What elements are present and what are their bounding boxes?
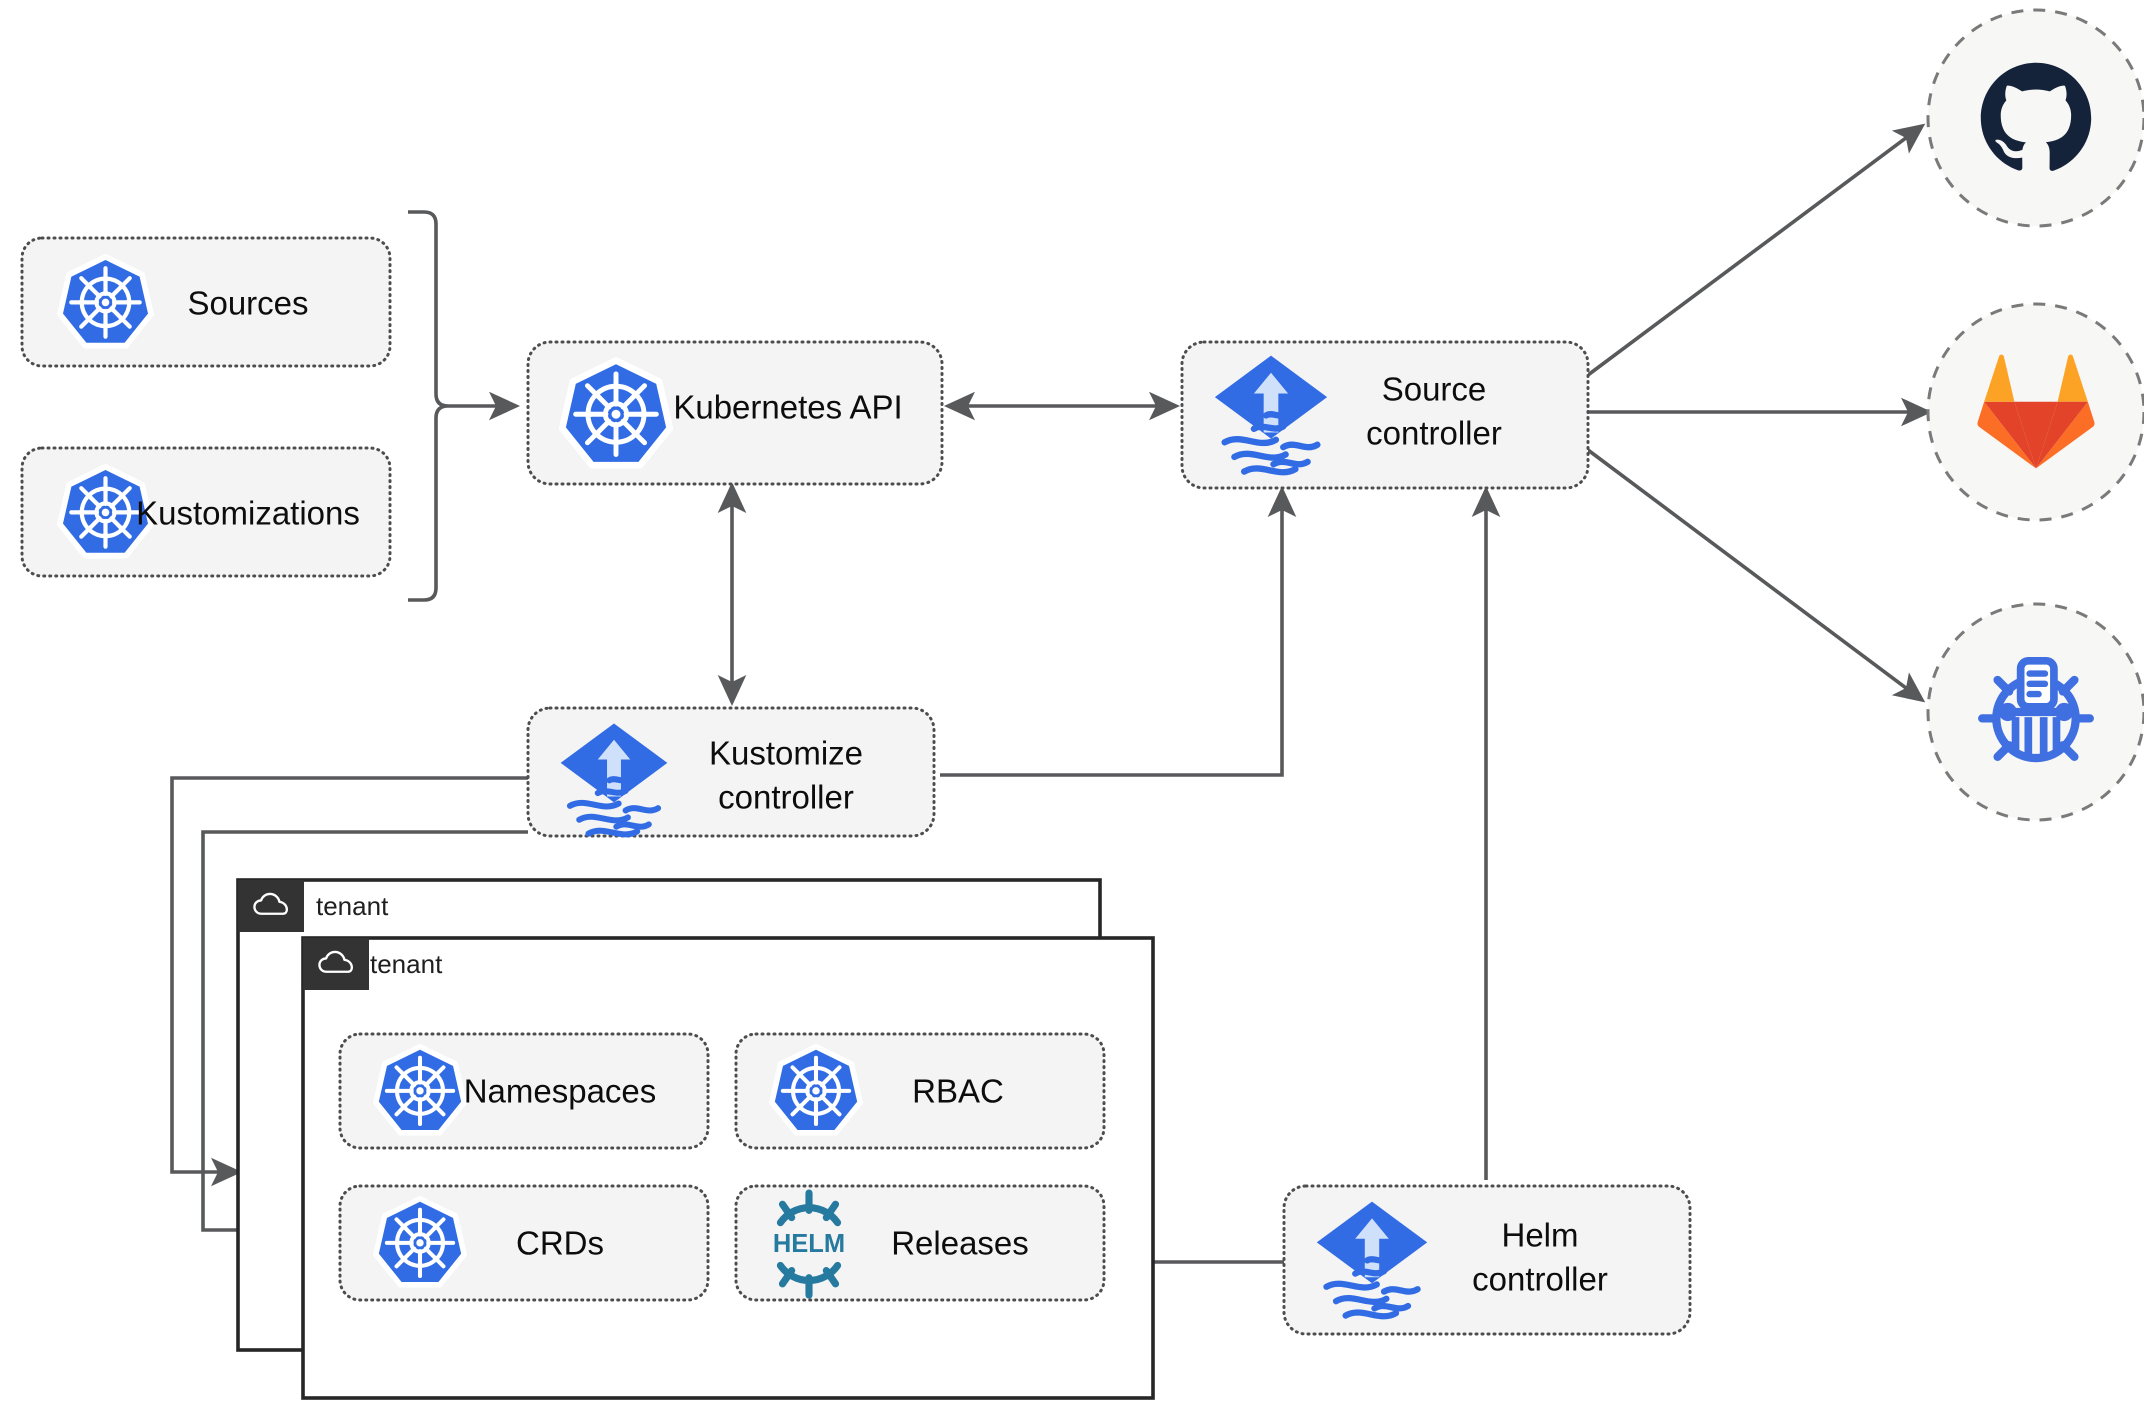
tenant-front-frame: [301, 936, 1155, 1400]
namespaces-label: Namespaces: [464, 1073, 657, 1110]
tenant-front[interactable]: tenant: [301, 936, 1155, 1400]
releases-box[interactable]: Releases: [734, 1184, 1106, 1302]
source-controller-node[interactable]: Source controller: [1180, 340, 1590, 490]
kustomize-controller-node[interactable]: Kustomize controller: [526, 706, 936, 838]
edge-source-controller-to-helm-registry: [1586, 448, 1926, 703]
source-controller-label-line1: Source: [1382, 371, 1487, 408]
crds-box[interactable]: CRDs: [338, 1184, 710, 1302]
kubernetes-icon: [772, 1047, 860, 1133]
kubernetes-icon: [376, 1199, 464, 1285]
rbac-label: RBAC: [912, 1073, 1004, 1110]
github-circle: [1926, 8, 2144, 228]
helm-controller-node[interactable]: Helm controller: [1282, 1184, 1692, 1336]
kustomize-controller-label-line2: controller: [718, 779, 854, 816]
crds-label: CRDs: [516, 1225, 604, 1262]
sources-box[interactable]: Sources: [20, 236, 392, 368]
crd-group-brace: [408, 210, 449, 602]
kubernetes-icon: [562, 360, 670, 465]
kustomizations-box[interactable]: Kustomizations: [20, 446, 392, 578]
tenant-front-label: tenant: [370, 949, 443, 979]
helm-icon: [773, 1193, 845, 1295]
github-provider[interactable]: [1926, 8, 2144, 228]
kustomize-controller-label-line1: Kustomize: [709, 735, 863, 772]
kustomizations-label: Kustomizations: [136, 495, 360, 532]
kubernetes-icon: [60, 257, 151, 346]
helm-registry-provider[interactable]: [1926, 602, 2144, 822]
edge-kustomize-controller-to-source-controller: [940, 485, 1297, 777]
tenant-front-tab: [303, 938, 369, 990]
edge-kustomize-controller-to-tenant-back: [170, 776, 528, 1187]
edge-source-controller-to-github: [1586, 123, 1926, 377]
namespaces-box[interactable]: Namespaces: [338, 1032, 710, 1150]
kubernetes-icon: [376, 1047, 464, 1133]
tenant-back-label: tenant: [316, 891, 389, 921]
edge-layer: [170, 123, 1933, 1277]
helm-controller-label-line2: controller: [1472, 1261, 1608, 1298]
gitlab-provider[interactable]: [1926, 302, 2144, 522]
kubernetes-api-label: Kubernetes API: [673, 389, 902, 426]
releases-label: Releases: [891, 1225, 1029, 1262]
kubernetes-api-node[interactable]: Kubernetes API: [526, 340, 944, 486]
tenant-back-tab: [238, 880, 304, 932]
helm-controller-label-line1: Helm: [1501, 1217, 1578, 1254]
sources-label: Sources: [187, 285, 308, 322]
rbac-box[interactable]: RBAC: [734, 1032, 1106, 1150]
source-controller-label-line2: controller: [1366, 415, 1502, 452]
